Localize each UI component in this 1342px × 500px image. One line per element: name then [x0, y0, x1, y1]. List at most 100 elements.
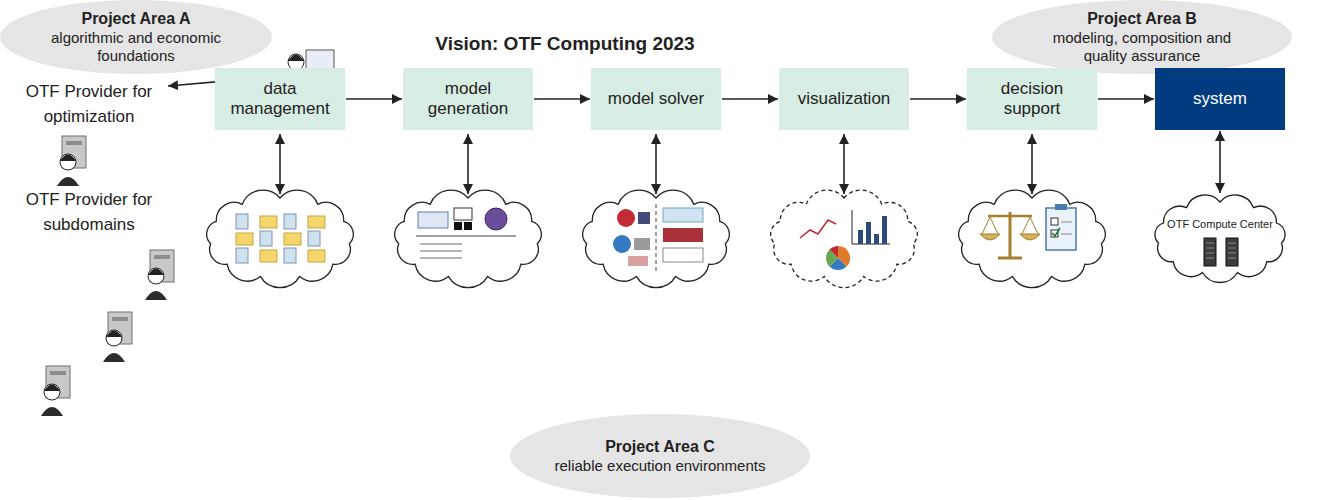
server-drive [154, 255, 170, 259]
rack-slot [1206, 243, 1214, 244]
check-mark [1052, 228, 1060, 236]
system-box: system [1155, 68, 1285, 130]
rack-slot [1228, 258, 1236, 259]
service-arrow [655, 134, 657, 194]
document-icon [284, 214, 296, 229]
server-rack [1226, 238, 1238, 266]
project-area-ellipse: Project Area Bmodeling, composition and … [992, 0, 1292, 74]
person-head [44, 384, 60, 400]
bar [882, 216, 887, 244]
folder-icon [236, 233, 253, 245]
person-head [106, 330, 122, 346]
code-line [420, 243, 462, 245]
pie-slice [830, 246, 838, 258]
document-icon [236, 214, 248, 229]
scale-string [1022, 217, 1038, 234]
compute-cloud-outline [1150, 194, 1290, 282]
service-arrow [279, 134, 281, 194]
document-icon [260, 231, 272, 246]
service-cloud [583, 190, 730, 288]
folder-icon [260, 250, 277, 262]
server-drive [112, 317, 128, 321]
person-hair [44, 385, 60, 392]
process-box: data management [215, 68, 345, 130]
divider-line [656, 204, 657, 274]
scale-pan [980, 234, 1000, 240]
solver-logo [634, 238, 650, 250]
solver-logo [663, 228, 703, 242]
service-cloud [395, 190, 542, 288]
node-title: model generation [411, 79, 525, 120]
compute-cloud: OTF Compute Center [1150, 194, 1290, 282]
checkbox [1051, 218, 1058, 225]
code-line [420, 250, 462, 252]
rack-slot [1228, 248, 1236, 249]
node-subtitle: reliable execution environments [555, 457, 766, 475]
node-subtitle: algorithmic and economic foundations [44, 29, 228, 65]
node-subtitle: modeling, composition and quality assura… [1036, 29, 1248, 65]
person-hair [106, 331, 122, 338]
node-title: Project Area B [1087, 9, 1197, 28]
check-line [1061, 234, 1072, 235]
flow-arrow [1098, 98, 1154, 100]
person-head [60, 154, 76, 170]
chart-axis [852, 210, 853, 244]
diagram-title: Vision: OTF Computing 2023 [265, 33, 865, 55]
solver-logo [663, 248, 703, 262]
service-arrow [843, 134, 845, 194]
person-head [148, 268, 164, 284]
server-rack [1204, 238, 1216, 266]
project-area-ellipse-outline [510, 414, 810, 498]
person-hair [288, 55, 304, 62]
person-body [145, 291, 167, 300]
node-title: visualization [798, 89, 891, 109]
check-line [1061, 222, 1072, 223]
ellipse-shape [992, 0, 1292, 74]
node-title: OTF Compute Center [1167, 218, 1273, 231]
document-icon [236, 248, 248, 263]
flow-arrow [722, 98, 778, 100]
cloud-shape [1155, 195, 1285, 283]
pie-chart [826, 246, 850, 270]
node-title: Project Area A [81, 9, 190, 28]
clipboard [1046, 208, 1076, 250]
person-hair [148, 269, 164, 276]
modeler-logo [464, 222, 472, 230]
flow-arrow [1219, 131, 1221, 193]
project-area-ellipse: Project Area Aalgorithmic and economic f… [0, 0, 272, 74]
scale-beam [988, 215, 1032, 218]
rack-slot [1206, 258, 1214, 259]
process-box: model generation [403, 68, 533, 130]
rack-slot [1206, 248, 1214, 249]
scale-base [998, 257, 1022, 260]
server-drive [50, 371, 66, 375]
solver-logo [613, 235, 631, 253]
person-body [41, 407, 63, 416]
solver-logo [617, 209, 635, 227]
flow-arrow [346, 98, 402, 100]
provider-label: OTF Provider for subdomains [22, 188, 156, 237]
code-line [420, 257, 462, 259]
ellipse-shape [0, 0, 272, 74]
document-icon [284, 248, 296, 263]
node-title: system [1193, 89, 1247, 109]
rack-slot [1228, 243, 1236, 244]
process-box: visualization [779, 68, 909, 130]
solver-logo [663, 208, 703, 222]
provider-icon [57, 136, 86, 186]
scale-string [982, 217, 998, 234]
scale-post [1009, 212, 1012, 258]
solver-logo [638, 212, 650, 224]
node-title: data management [223, 79, 337, 120]
folder-icon [260, 216, 277, 228]
process-box: model solver [591, 68, 721, 130]
person-body [103, 353, 125, 362]
provider-label: OTF Provider for optimization [22, 80, 156, 129]
bar [866, 222, 871, 244]
rack-slot [1206, 253, 1214, 254]
person-body [57, 177, 79, 186]
service-arrow [467, 134, 469, 194]
line-chart [800, 220, 836, 238]
flow-arrow [534, 98, 590, 100]
